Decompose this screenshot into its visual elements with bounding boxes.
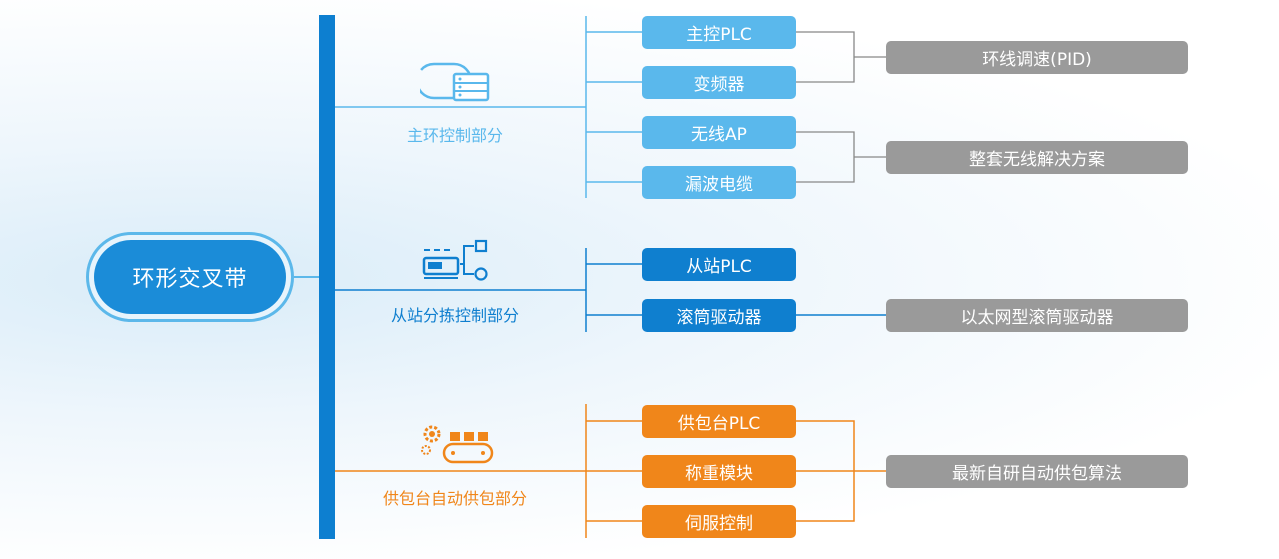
item-wireless-ap: 无线AP xyxy=(642,116,796,149)
section-label-auto-feeding: 供包台自动供包部分 xyxy=(382,489,527,508)
item-servo-control: 伺服控制 xyxy=(642,505,796,538)
result-ethernet-roller-driver: 以太网型滚筒驱动器 xyxy=(886,299,1188,332)
item-slave-plc: 从站PLC xyxy=(642,248,796,281)
section-label-main-ring: 主环控制部分 xyxy=(406,126,503,145)
root-node: 环形交叉带 xyxy=(94,240,286,314)
item-roller-driver: 滚筒驱动器 xyxy=(642,299,796,332)
item-feeder-plc: 供包台PLC xyxy=(642,405,796,438)
result-feeding-algorithm: 最新自研自动供包算法 xyxy=(886,455,1188,488)
conveyor-gear-icon xyxy=(421,425,494,464)
item-main-plc: 主控PLC xyxy=(642,16,796,49)
result-loop-speed-pid: 环线调速(PID) xyxy=(886,41,1188,74)
section-label-slave-station: 从站分拣控制部分 xyxy=(390,306,519,325)
item-inverter: 变频器 xyxy=(642,66,796,99)
item-leaky-cable: 漏波电缆 xyxy=(642,166,796,199)
sorting-station-icon xyxy=(422,239,488,281)
item-weighing-module: 称重模块 xyxy=(642,455,796,488)
server-icon xyxy=(420,62,490,102)
result-wireless-solution: 整套无线解决方案 xyxy=(886,141,1188,174)
spine-bar xyxy=(319,15,335,539)
